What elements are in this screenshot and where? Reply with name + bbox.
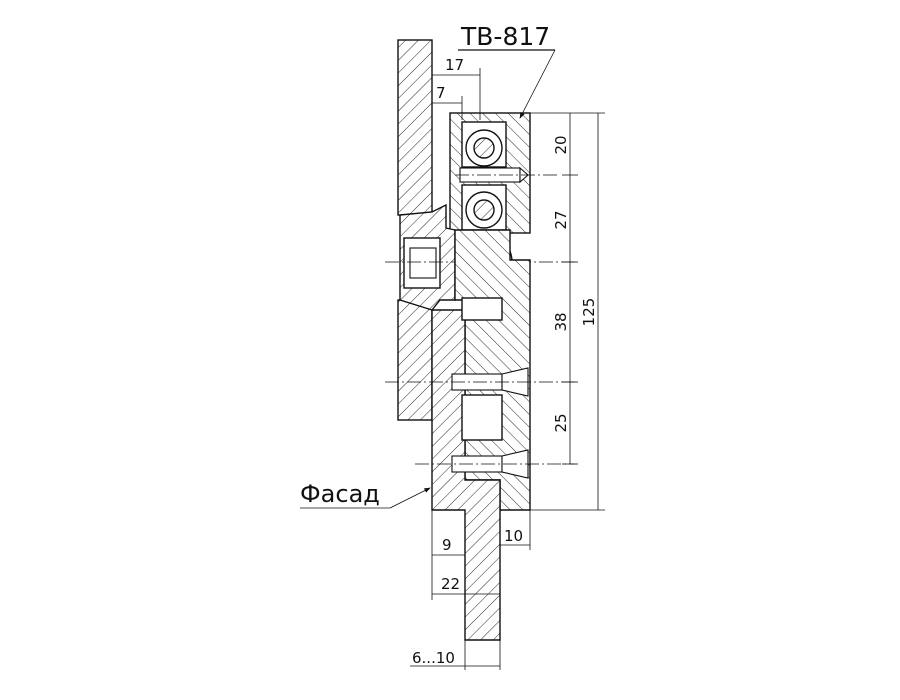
dim-125-text: 125 bbox=[580, 298, 598, 327]
dimension-7: 7 bbox=[432, 84, 463, 120]
bottom-dimension-lines bbox=[410, 510, 531, 670]
facade-label-group: Фасад bbox=[300, 480, 431, 509]
facade-label: Фасад bbox=[300, 480, 380, 508]
upper-facade-panel bbox=[397, 39, 433, 421]
dimension-17: 17 bbox=[432, 56, 481, 120]
dim-22-text: 22 bbox=[441, 575, 460, 593]
lower-bracket bbox=[385, 229, 575, 641]
dim-25-text: 25 bbox=[552, 413, 570, 432]
dim-6-10-text: 6...10 bbox=[412, 649, 455, 667]
dim-27-text: 27 bbox=[552, 210, 570, 229]
dim-7-text: 7 bbox=[436, 84, 446, 102]
roller-carriage bbox=[449, 112, 560, 234]
dim-17-text: 17 bbox=[445, 56, 464, 74]
drawing-title: TB-817 bbox=[460, 22, 550, 51]
title-group: TB-817 bbox=[458, 22, 556, 119]
dim-38-text: 38 bbox=[552, 312, 570, 331]
dim-10-text: 10 bbox=[504, 527, 523, 545]
dim-20-text: 20 bbox=[552, 135, 570, 154]
dim-9-text: 9 bbox=[442, 536, 452, 554]
vertical-dimension-lines bbox=[530, 112, 605, 511]
